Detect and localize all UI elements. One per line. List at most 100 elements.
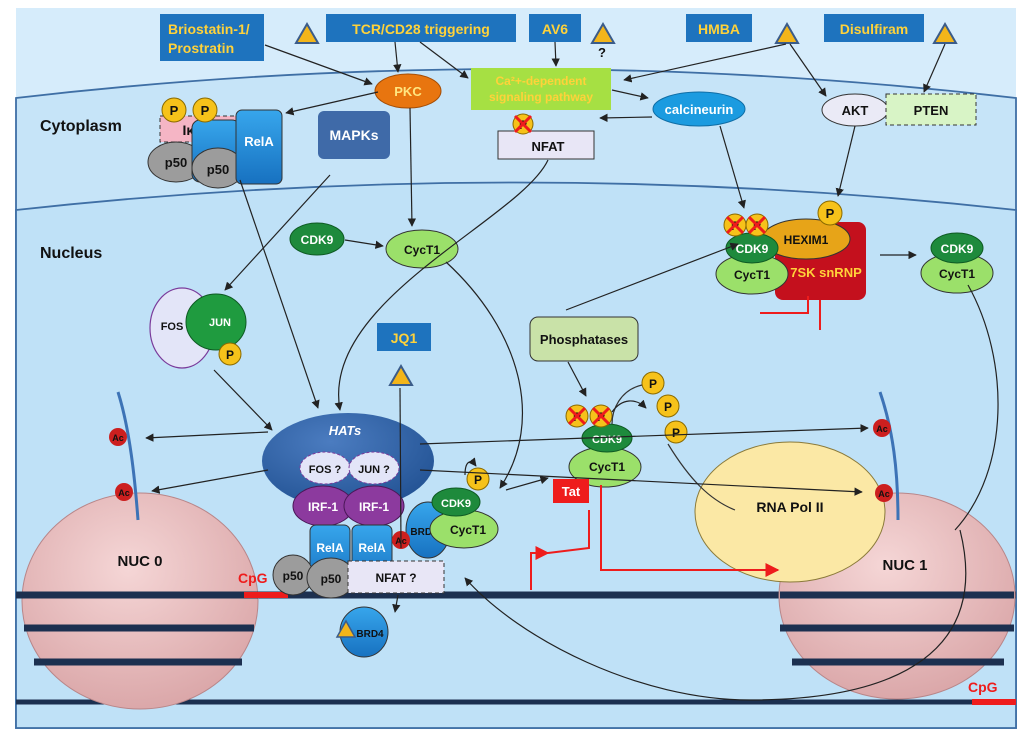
rna-pol-ii: RNA Pol II	[694, 441, 886, 583]
hexim1-label: HEXIM1	[784, 233, 829, 247]
cyct1-label: CycT1	[734, 268, 770, 282]
nucleosome-nuc0: NUC 0	[20, 391, 259, 710]
prostratin-label: Prostratin	[168, 40, 234, 56]
phosphate-label: P	[664, 400, 672, 414]
7sk-snrnp-complex: 7SK snRNP HEXIM1 P CycT1 CDK9 P P	[715, 200, 866, 330]
acetyl-marks: Ac Ac Ac Ac	[109, 419, 893, 502]
ptefb-free-complex: CycT1 CDK9	[920, 232, 994, 294]
tat-label: Tat	[562, 484, 581, 499]
cytoplasm-label: Cytoplasm	[40, 118, 122, 135]
brd4-label: BRD4	[356, 629, 384, 640]
bryostatin-drug-triangle-icon	[294, 22, 320, 44]
mapks-label: MAPKs	[329, 127, 378, 143]
hat-complex: HATs FOS ? JUN ? IRF-1 IRF-1 RelA RelA p…	[262, 413, 445, 599]
nfkb-cytoplasmic-complex: IκB-α p50 p50 RelA P P	[147, 97, 283, 189]
hats-label: HATs	[329, 423, 362, 438]
hmba-label: HMBA	[698, 21, 740, 37]
phosphatases-label: Phosphatases	[540, 332, 628, 347]
disulfiram-label: Disulfiram	[840, 21, 908, 37]
ca-signaling-box: Ca²+-dependent signaling pathway	[471, 68, 611, 110]
nucleus-label: Nucleus	[40, 245, 102, 262]
irf1-label-2: IRF-1	[359, 500, 389, 514]
calcineurin-label: calcineurin	[665, 102, 734, 117]
phosphate-label: P	[170, 103, 179, 118]
cyct1-label: CycT1	[404, 243, 440, 257]
cdk9-label: CDK9	[941, 242, 974, 256]
pkc-node: PKC	[374, 73, 442, 109]
bryostatin-label: Briostatin-1/	[168, 21, 250, 37]
mapks-node: MAPKs	[318, 111, 390, 159]
ptefb-promoter-complex: CycT1 CDK9 P	[429, 467, 499, 549]
ca-label-1: Ca²+-dependent	[495, 74, 586, 88]
akt-label: AKT	[842, 103, 869, 118]
rnapol-label: RNA Pol II	[756, 499, 823, 515]
phosphate-label: P	[672, 426, 680, 440]
cyct1-free-node: CycT1	[385, 229, 459, 269]
disulfiram-box: Disulfiram	[824, 14, 924, 42]
p50-label-2: p50	[321, 572, 342, 586]
cyct1-label: CycT1	[939, 267, 975, 281]
av6-drug-triangle-icon	[590, 22, 616, 44]
av6-label: AV6	[542, 21, 568, 37]
jq1-box: JQ1	[377, 323, 431, 351]
pten-node: PTEN	[885, 93, 977, 126]
pten-label: PTEN	[914, 103, 949, 118]
tat-node: Tat	[553, 479, 589, 503]
disulfiram-drug-triangle-icon	[932, 22, 958, 44]
cdk9-label: CDK9	[441, 498, 471, 510]
tar-rna-arrow	[530, 546, 550, 590]
hmba-drug-triangle-icon	[774, 22, 800, 44]
pkc-label: PKC	[394, 84, 422, 99]
nfat-label: NFAT	[532, 139, 565, 154]
cpg-island-left	[244, 592, 288, 598]
phosphate-label: P	[474, 473, 482, 487]
av6-box: AV6	[529, 14, 581, 42]
brd4-released: BRD4	[335, 606, 389, 658]
cdk9-label: CDK9	[592, 434, 622, 446]
jq1-drug-triangle-icon	[388, 364, 414, 386]
fos-q-label: FOS ?	[309, 464, 342, 476]
nfat-cytoplasmic-node: NFAT P	[497, 113, 595, 160]
irf1-label: IRF-1	[308, 500, 338, 514]
transcription-arrow	[600, 485, 780, 577]
phosphate-label: P	[826, 206, 835, 221]
p50-label: p50	[283, 569, 304, 583]
ca-label-2: signaling pathway	[489, 90, 593, 104]
brd4-label: BRD4	[410, 527, 438, 538]
fos-label: FOS	[161, 321, 184, 333]
snrnp-label: 7SK snRNP	[790, 265, 862, 280]
cpg-label-right: CpG	[968, 679, 998, 695]
nuc0-label: NUC 0	[117, 553, 162, 570]
jun-label: JUN	[209, 317, 231, 329]
rela-label: RelA	[244, 134, 274, 149]
tcr-box: TCR/CD28 triggering	[326, 14, 516, 42]
jq1-label: JQ1	[391, 330, 418, 346]
phosphate-label: P	[201, 103, 210, 118]
pathway-arrows	[145, 41, 999, 701]
calcineurin-node: calcineurin	[652, 91, 746, 127]
cpg-label-left: CpG	[238, 570, 268, 586]
akt-node: AKT	[821, 93, 889, 127]
cpg-island-right	[972, 699, 1016, 705]
fos-jun-complex: FOS JUN P	[149, 287, 247, 369]
tat-tar-link	[547, 510, 590, 554]
jun-q-label: JUN ?	[358, 464, 390, 476]
rela-label-2: RelA	[358, 541, 386, 555]
av6-question: ?	[598, 45, 606, 60]
pol-ii-ctd-phosphates: P P P	[611, 371, 736, 511]
ac-label: Ac	[112, 433, 124, 443]
cdk9-label: CDK9	[301, 233, 334, 247]
ac-label: Ac	[118, 488, 130, 498]
phosphate-label: P	[226, 348, 234, 362]
nfat-q-label: NFAT ?	[375, 571, 416, 585]
ac-label: Ac	[878, 489, 890, 499]
bryostatin-box: Briostatin-1/ Prostratin	[160, 14, 264, 61]
cdk9-free-node: CDK9	[289, 222, 345, 256]
hmba-box: HMBA	[686, 14, 752, 42]
cyct1-label: CycT1	[450, 523, 486, 537]
phosphate-label: P	[649, 377, 657, 391]
cdk9-label: CDK9	[736, 242, 769, 256]
p50-label: p50	[165, 155, 187, 170]
